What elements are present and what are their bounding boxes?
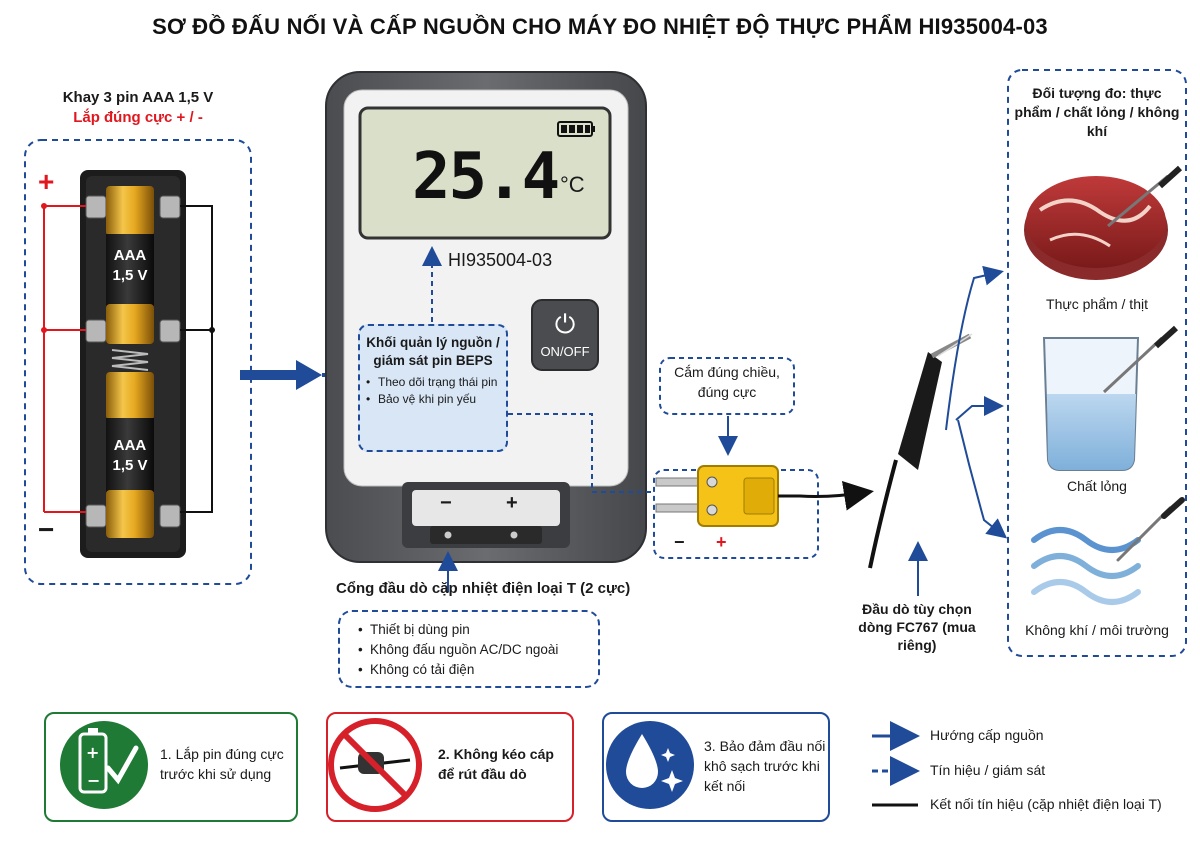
card-battery-polarity: 1. Lắp pin đúng cực trước khi sử dụng <box>44 712 298 822</box>
power-button-label[interactable]: ON/OFF <box>540 344 590 359</box>
cell-1-type: AAA <box>113 247 147 264</box>
card-no-pull: 2. Không kéo cáp để rút đầu dò <box>326 712 574 822</box>
legend-thermocouple: Kết nối tín hiệu (cặp nhiệt điện loại T) <box>930 796 1162 812</box>
port-label: Cổng đầu dò cặp nhiệt điện loại T (2 cực… <box>336 580 631 597</box>
beps-box: Khối quản lý nguồn / giám sát pin BEPS T… <box>358 324 508 452</box>
cell-2-label: AAA 1,5 V <box>106 436 154 476</box>
minus-sign: − <box>38 514 55 545</box>
meat-illustration <box>1024 165 1183 280</box>
battery-check-icon: + − <box>60 721 148 809</box>
red-wire <box>43 205 86 513</box>
targets-heading: Đối tượng đo: thực phẩm / chất lỏng / kh… <box>1014 85 1180 139</box>
water-drop-icon <box>606 721 694 809</box>
probe-cable <box>778 480 874 511</box>
port-plus: + <box>506 492 518 514</box>
port-note: Thiết bị dùng pin <box>358 620 598 640</box>
connector-note: Cắm đúng chiều, đúng cực <box>674 364 780 400</box>
no-pull-cable-icon <box>328 718 422 812</box>
black-wire <box>180 205 213 513</box>
card-2-text: 2. Không kéo cáp để rút đầu dò <box>438 746 554 782</box>
target-food: Thực phẩm / thịt <box>1046 296 1148 312</box>
card-1-text: 1. Lắp pin đúng cực trước khi sử dụng <box>160 746 284 782</box>
cell-2-type: AAA <box>113 437 147 454</box>
lcd-unit: °C <box>560 172 585 197</box>
branch-air <box>957 419 1008 539</box>
power-arrow-head <box>296 360 322 390</box>
port-minus: − <box>440 492 452 514</box>
beps-bullet: Theo dõi trạng thái pin <box>366 374 506 391</box>
plus-sign: + <box>38 166 55 197</box>
battery-tray-box <box>24 139 252 585</box>
beps-bullet: Bảo vệ khi pin yếu <box>366 391 506 408</box>
branch-liquid <box>955 396 1004 421</box>
aaa-cell-2 <box>106 372 154 538</box>
port-note: Không có tải điện <box>358 660 598 680</box>
legend-signal: Tín hiệu / giám sát <box>930 762 1046 778</box>
power-icon[interactable]: ⏻ <box>554 309 576 339</box>
battery-tray-heading: Khay 3 pin AAA 1,5 V <box>62 89 214 106</box>
port-notes-box: Thiết bị dùng pin Không đấu nguồn AC/DC … <box>338 610 600 688</box>
air-illustration <box>1031 497 1185 605</box>
beps-title: Khối quản lý nguồn / giám sát pin BEPS <box>366 335 500 368</box>
cell-1-voltage: 1,5 V <box>112 267 148 284</box>
beps-bullets: Theo dõi trạng thái pin Bảo vệ khi pin y… <box>360 374 506 408</box>
connector-plus: + <box>716 532 727 552</box>
card-dry-connector: 3. Bảo đảm đầu nối khô sạch trước khi kế… <box>602 712 830 822</box>
beaker-illustration <box>1042 325 1179 471</box>
signal-line-connector <box>508 413 655 493</box>
probe-label: Đầu dò tùy chọn dòng FC767 (mua riêng) <box>858 601 976 653</box>
lcd-reading: 25.4 <box>412 140 560 214</box>
port-note: Không đấu nguồn AC/DC ngoài <box>358 640 598 660</box>
target-air: Không khí / môi trường <box>1025 622 1169 638</box>
power-button-body <box>531 299 599 371</box>
meter-model: HI935004-03 <box>448 250 553 270</box>
aaa-cell-1 <box>106 186 154 344</box>
target-liquid: Chất lỏng <box>1067 478 1127 494</box>
probe-handle <box>898 352 942 470</box>
connector-minus: − <box>674 532 685 552</box>
svg-text:+: + <box>86 743 99 762</box>
card-3-text: 3. Bảo đảm đầu nối khô sạch trước khi kế… <box>704 738 826 794</box>
battery-tray-subheading: Lắp đúng cực + / - <box>73 109 203 126</box>
page-title: SƠ ĐỒ ĐẤU NỐI VÀ CẤP NGUỒN CHO MÁY ĐO NH… <box>152 14 1048 39</box>
connector-note-box <box>659 357 795 415</box>
svg-text:−: − <box>87 771 100 790</box>
cell-2-voltage: 1,5 V <box>112 457 148 474</box>
branch-food <box>945 265 1004 431</box>
targets-box <box>1007 69 1187 657</box>
legend-power: Hướng cấp nguồn <box>930 727 1044 743</box>
cell-1-label: AAA 1,5 V <box>106 246 154 286</box>
lcd-screen <box>358 106 612 240</box>
